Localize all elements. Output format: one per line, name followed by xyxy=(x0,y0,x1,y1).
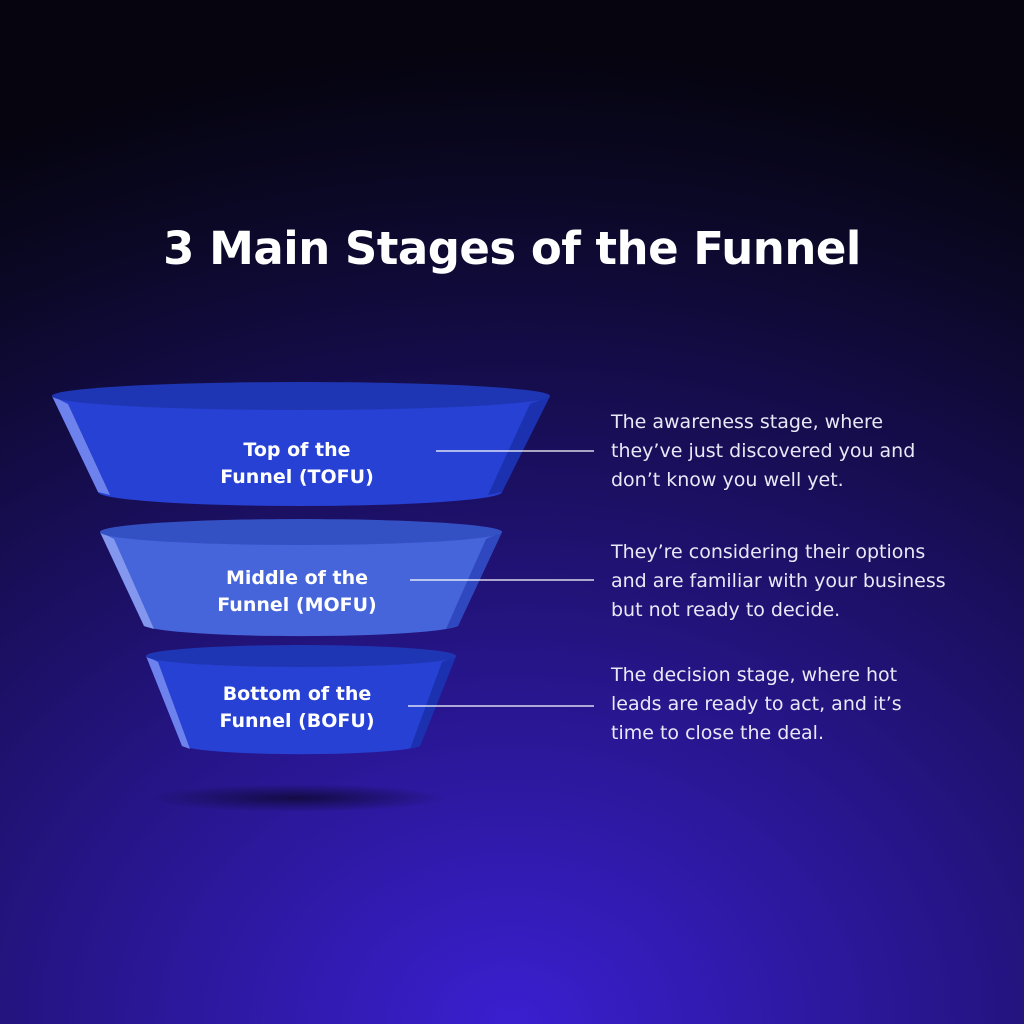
stage-description-bottom-line-2: leads are ready to act, and it’s xyxy=(611,693,902,715)
stage-description-middle-line-1: They’re considering their options xyxy=(611,541,926,563)
tier-bottom-left-facet xyxy=(146,656,190,749)
stage-label-middle-line-2: Funnel (MOFU) xyxy=(217,594,377,616)
tier-top-right-facet xyxy=(488,396,550,495)
tier-bottom-body xyxy=(146,656,456,755)
tier-top-body xyxy=(52,396,550,506)
stage-description-bottom: The decision stage, where hot leads are … xyxy=(611,661,1011,748)
stage-label-bottom-line-2: Funnel (BOFU) xyxy=(219,710,375,732)
stage-label-middle: Middle of the Funnel (MOFU) xyxy=(167,565,427,619)
tier-top-rim xyxy=(52,382,550,410)
funnel-shadow xyxy=(148,784,448,812)
tier-top-left-facet xyxy=(52,396,110,495)
stage-description-bottom-line-1: The decision stage, where hot xyxy=(611,664,898,686)
stage-label-middle-line-1: Middle of the xyxy=(225,567,369,589)
stage-description-middle-line-3: but not ready to decide. xyxy=(611,599,841,621)
stage-description-middle: They’re considering their options and ar… xyxy=(611,538,1011,625)
stage-label-top-line-2: Funnel (TOFU) xyxy=(220,466,374,488)
funnel-tier-bottom xyxy=(146,645,456,755)
stage-label-top: Top of the Funnel (TOFU) xyxy=(167,437,427,491)
tier-bottom-rim xyxy=(146,645,456,667)
stage-label-bottom-line-1: Bottom of the xyxy=(222,683,372,705)
tier-middle-body xyxy=(100,532,502,637)
stage-description-top-line-2: they’ve just discovered you and xyxy=(611,440,916,462)
stage-description-middle-line-2: and are familiar with your business xyxy=(611,570,946,592)
tier-middle-left-facet xyxy=(100,532,154,629)
tier-bottom-right-facet xyxy=(410,656,456,749)
stage-description-top-line-1: The awareness stage, where xyxy=(611,411,884,433)
funnel-tier-top xyxy=(52,382,550,506)
tier-middle-rim xyxy=(100,519,502,545)
stage-description-top: The awareness stage, where they’ve just … xyxy=(611,408,1011,495)
stage-label-top-line-1: Top of the xyxy=(243,439,351,461)
page-title: 3 Main Stages of the Funnel xyxy=(163,222,861,275)
stage-description-bottom-line-3: time to close the deal. xyxy=(611,722,824,744)
stage-label-bottom: Bottom of the Funnel (BOFU) xyxy=(167,681,427,735)
stage-description-top-line-3: don’t know you well yet. xyxy=(611,469,844,491)
